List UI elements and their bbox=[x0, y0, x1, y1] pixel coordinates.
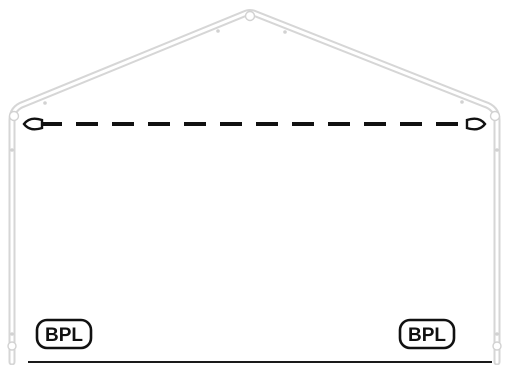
pin-dot bbox=[495, 332, 499, 336]
bpl-badge-right: BPL bbox=[398, 318, 456, 350]
frame-joints bbox=[7, 10, 502, 351]
bpl-badge-left: BPL bbox=[35, 318, 93, 350]
pin-dot bbox=[10, 148, 14, 152]
pin-dot bbox=[283, 30, 287, 34]
bpl-badge-left-text: BPL bbox=[45, 325, 83, 346]
frame-pins bbox=[10, 29, 499, 336]
bpl-badge-right-text: BPL bbox=[408, 325, 446, 346]
pin-dot bbox=[43, 101, 47, 105]
pin-dot bbox=[495, 148, 499, 152]
right-eave-joint bbox=[489, 110, 501, 122]
strap-hook-left bbox=[22, 117, 44, 131]
tent-frame bbox=[8, 9, 501, 365]
pin-dot bbox=[10, 332, 14, 336]
ridge-joint bbox=[244, 10, 256, 22]
pin-dot bbox=[460, 100, 464, 104]
left-base-joint bbox=[7, 341, 17, 351]
strap-hook-right bbox=[465, 117, 487, 131]
left-eave-joint bbox=[8, 110, 20, 122]
pin-dot bbox=[216, 29, 220, 33]
right-base-joint bbox=[492, 341, 502, 351]
